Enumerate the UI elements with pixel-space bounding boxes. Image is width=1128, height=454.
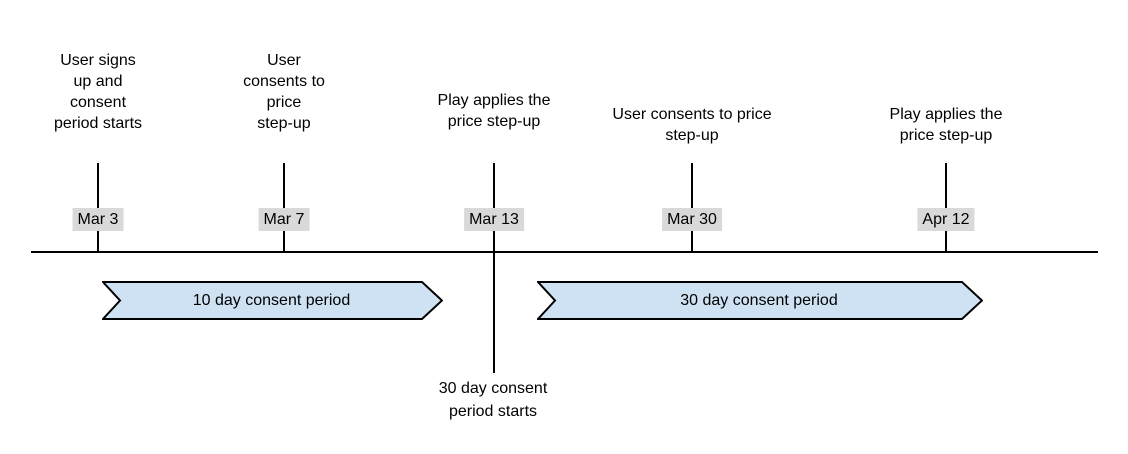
chevron-arrow-polygon <box>537 281 983 320</box>
timeline-axis <box>31 251 1098 253</box>
event-date-badge: Apr 12 <box>917 208 975 231</box>
consent-period-arrow-30day: 30 day consent period <box>537 281 983 320</box>
event-label: Play applies the price step-up <box>889 106 1003 144</box>
event-label: Play applies the price step-up <box>437 92 551 130</box>
event-label: User signs up and consent period starts <box>53 52 143 132</box>
period-banner-label: 30 day consent period <box>680 291 838 309</box>
event-date-badge: Mar 13 <box>464 208 524 231</box>
event-connector-line <box>283 163 285 252</box>
chevron-arrow-polygon <box>102 281 443 320</box>
event-date-badge: Mar 7 <box>258 208 310 231</box>
event-date-badge: Mar 30 <box>662 208 722 231</box>
chevron-arrow-shape <box>537 281 983 320</box>
period-start-note: 30 day consent period starts <box>438 380 548 420</box>
event-date-badge: Mar 3 <box>72 208 124 231</box>
event-label: User consents to price step-up <box>612 106 772 144</box>
event-label: User consents to price step-up <box>243 52 325 132</box>
event-connector-line <box>97 163 99 252</box>
event-connector-line-below <box>493 253 495 373</box>
consent-period-arrow-10day: 10 day consent period <box>102 281 443 320</box>
chevron-arrow-shape <box>102 281 443 320</box>
event-connector-line <box>691 163 693 252</box>
event-connector-line <box>945 163 947 252</box>
event-connector-line <box>493 163 495 252</box>
period-banner-label: 10 day consent period <box>192 291 351 309</box>
